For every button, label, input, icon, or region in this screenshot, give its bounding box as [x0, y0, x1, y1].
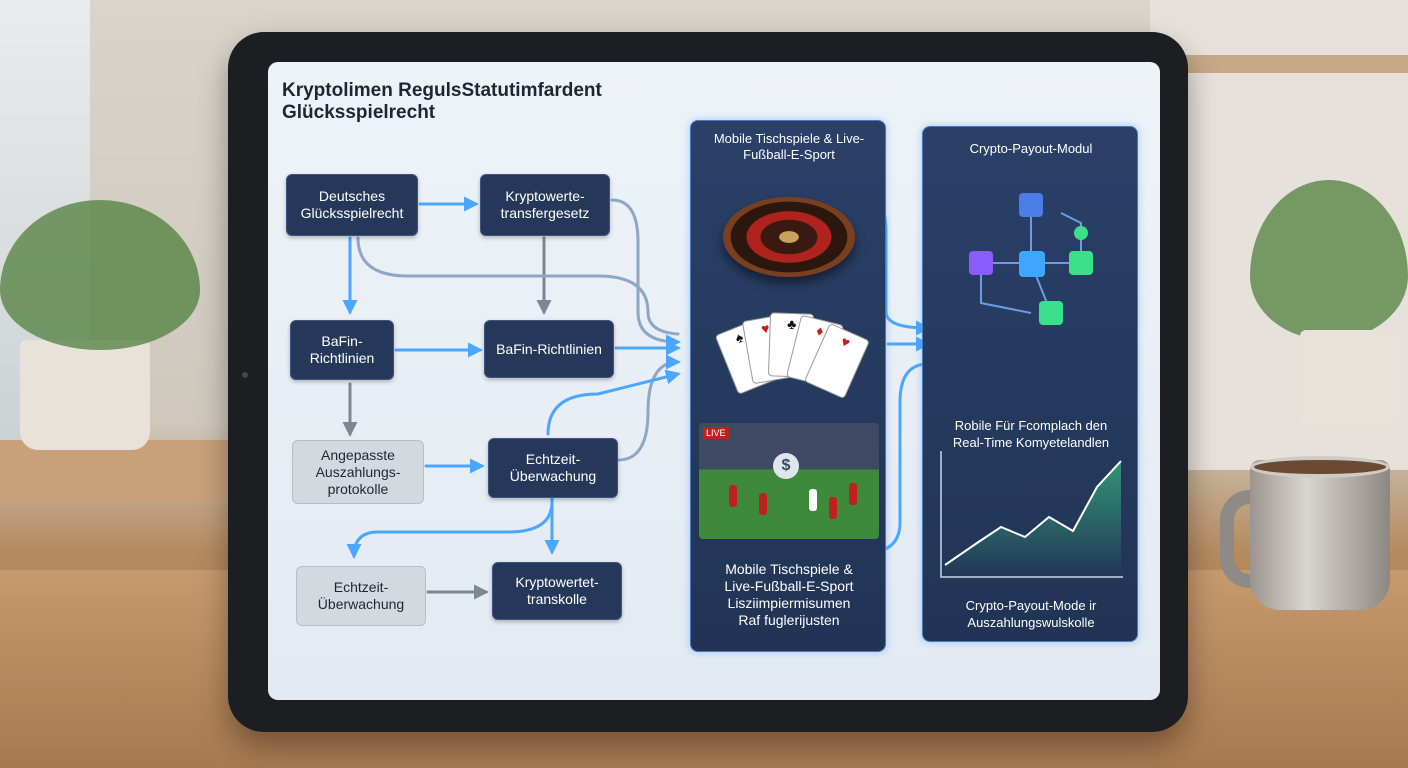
cube-icon	[969, 251, 993, 275]
crypto-payout-panel: Crypto-Payout-Modul Robile Für Fcomplach…	[922, 126, 1138, 642]
node-label: Angepasste Auszahlungs-protokolle	[315, 446, 401, 497]
node-echtzeit-ueberwachung-left: Echtzeit-Überwachung	[296, 566, 426, 626]
footer-line: Lisziimpiermisumen	[727, 595, 851, 611]
cube-icon	[1069, 251, 1093, 275]
roulette-image	[723, 197, 855, 277]
title-line-1: Kryptolimen RegulsStatutimfardent	[282, 80, 602, 101]
diagram-title: Kryptolimen RegulsStatutimfardent Glücks…	[282, 80, 682, 124]
live-tag: LIVE	[703, 427, 729, 439]
coffee-mug	[1250, 460, 1390, 610]
node-kryptowertet-transkolle: Kryptowertet-transkolle	[492, 562, 622, 620]
node-angepasste-auszahlungsprotokolle: Angepasste Auszahlungs-protokolle	[292, 440, 424, 504]
gaming-panel: Mobile Tischspiele & Live-Fußball-E-Spor…	[690, 120, 886, 652]
node-kryptowerte-transfergesetz: Kryptowerte-transfergesetz	[480, 174, 610, 236]
player	[729, 485, 737, 507]
coin-symbol: $	[781, 457, 791, 474]
node-deutsches-gluecksspielrecht: Deutsches Glücksspielrecht	[286, 174, 418, 236]
title-line-2: Glücksspielrecht	[282, 102, 436, 123]
plant-right	[1250, 180, 1408, 340]
crypto-network-graphic	[969, 193, 1093, 325]
cube-icon	[1039, 301, 1063, 325]
node-echtzeit-ueberwachung-right: Echtzeit-Überwachung	[488, 438, 618, 498]
arrow-loop-mid	[546, 369, 681, 436]
shelf	[1150, 55, 1408, 73]
arrow-echtzeit-to-panel	[616, 354, 681, 462]
node-label: BaFin-Richtlinien	[496, 340, 602, 357]
mid-line: Robile Für Fcomplach den	[954, 418, 1108, 433]
arrow-echtzeit-left-down	[346, 500, 554, 559]
mid-line: Real-Time Komyetelandlen	[952, 435, 1110, 450]
crypto-panel-footer: Crypto-Payout-Mode ir Auszahlungswulskol…	[935, 597, 1127, 631]
plant-left	[0, 200, 200, 350]
live-football-image: LIVE $	[699, 423, 879, 539]
playing-cards-image: ♠ ♥ ♣ ♦ ♥	[714, 311, 871, 401]
arrow-crypto-to-panel-bottom	[869, 362, 930, 559]
node-bafin-richtlinien-left: BaFin-Richtlinien	[290, 320, 394, 380]
camera-icon	[242, 372, 248, 378]
node-label: BaFin-Richtlinien	[309, 333, 375, 366]
gaming-panel-header: Mobile Tischspiele & Live-Fußball-E-Spor…	[713, 131, 865, 162]
player	[829, 497, 837, 519]
mug-top	[1250, 456, 1390, 478]
gaming-panel-footer: Mobile Tischspiele & Live-Fußball-E-Spor…	[699, 561, 879, 629]
node-label: Kryptowerte-transfergesetz	[500, 188, 590, 221]
side-table	[0, 440, 240, 500]
cube-icon	[1019, 251, 1045, 277]
node-label: Echtzeit-Überwachung	[509, 451, 597, 484]
node-label: Echtzeit-Überwachung	[317, 579, 405, 612]
crypto-panel-header: Crypto-Payout-Modul	[969, 141, 1093, 156]
node-label: Kryptowertet-transkolle	[515, 574, 599, 607]
growth-chart-graphic	[940, 451, 1123, 578]
footer-line: Crypto-Payout-Mode ir	[965, 598, 1097, 613]
node-bafin-richtlinien-right: BaFin-Richtlinien	[484, 320, 614, 378]
dollar-coin-icon: $	[773, 453, 799, 479]
footer-line: Auszahlungswulskolle	[967, 615, 1095, 630]
footer-line: Mobile Tischspiele &	[725, 561, 853, 577]
footer-line: Live-Fußball-E-Sport	[724, 578, 854, 594]
player	[809, 489, 817, 511]
player	[849, 483, 857, 505]
arrow-deutsches-curve	[356, 236, 680, 336]
crypto-panel-midtext: Robile Für Fcomplach den Real-Time Komye…	[935, 417, 1127, 451]
plant-right-pot	[1300, 330, 1400, 430]
node-label: Deutsches Glücksspielrecht	[300, 188, 404, 221]
tablet-screen: Kryptolimen RegulsStatutimfardent Glücks…	[268, 62, 1160, 700]
flow-connectors	[342, 192, 931, 600]
arrow-kryptowerte-to-panel	[610, 198, 681, 350]
check-icon	[1074, 226, 1088, 240]
cube-icon	[1019, 193, 1043, 217]
player	[759, 493, 767, 515]
plant-left-pot	[20, 340, 150, 450]
footer-line: Raf fuglerijusten	[738, 612, 840, 628]
